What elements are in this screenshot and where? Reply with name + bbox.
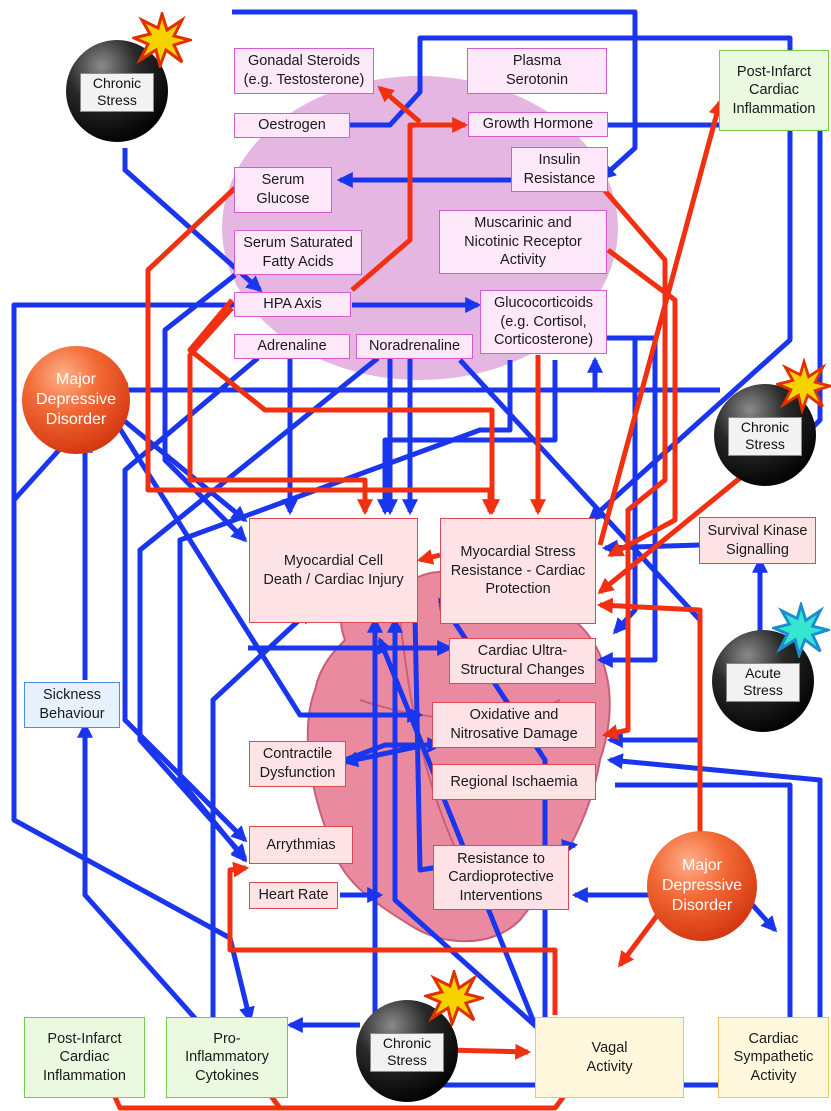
cardiac-ultrastructural-node: Cardiac Ultra- Structural Changes [449, 638, 596, 684]
explosion-icon [424, 970, 484, 1026]
regional-ischaemia-node: Regional Ischaemia [432, 764, 596, 800]
heart-rate-node: Heart Rate [249, 882, 338, 909]
post-infarct-inflammation-bottom-node: Post-Infarct Cardiac Inflammation [24, 1017, 145, 1098]
chronic-stress-label: Chronic Stress [728, 416, 802, 456]
oxidative-nitrosative-node: Oxidative and Nitrosative Damage [432, 702, 596, 748]
gonadal-steroids-node: Gonadal Steroids (e.g. Testosterone) [234, 48, 374, 94]
pro-inflammatory-cytokines-node: Pro- Inflammatory Cytokines [166, 1017, 288, 1098]
noradrenaline-node: Noradrenaline [356, 334, 473, 359]
myocardial-cell-death-node: Myocardial Cell Death / Cardiac Injury [249, 518, 418, 623]
arrythmias-node: Arrythmias [249, 826, 353, 864]
resistance-cardioprotective-node: Resistance to Cardioprotective Intervent… [433, 845, 569, 910]
contractile-dysfunction-node: Contractile Dysfunction [249, 741, 346, 787]
post-infarct-inflammation-top-node: Post-Infarct Cardiac Inflammation [719, 50, 829, 131]
chronic-stress-bomb-bottom: Chronic Stress [356, 1000, 458, 1102]
sickness-behaviour-node: Sickness Behaviour [24, 682, 120, 728]
major-depressive-disorder-right: Major Depressive Disorder [647, 831, 757, 941]
major-depressive-disorder-left: Major Depressive Disorder [22, 346, 130, 454]
acute-stress-label: Acute Stress [726, 662, 800, 702]
plasma-serotonin-node: Plasma Serotonin [467, 48, 607, 94]
hpa-axis-node: HPA Axis [234, 292, 351, 317]
explosion-icon [776, 358, 831, 414]
cardiac-sympathetic-activity-node: Cardiac Sympathetic Activity [718, 1017, 829, 1098]
insulin-resistance-node: Insulin Resistance [511, 147, 608, 192]
vagal-activity-node: Vagal Activity [535, 1017, 684, 1098]
serum-glucose-node: Serum Glucose [234, 167, 332, 213]
chronic-stress-label: Chronic Stress [80, 72, 154, 112]
red-arrows [102, 85, 742, 1111]
myocardial-stress-resistance-node: Myocardial Stress Resistance - Cardiac P… [440, 518, 596, 624]
chronic-stress-label: Chronic Stress [370, 1032, 444, 1072]
glucocorticoids-node: Glucocorticoids (e.g. Cortisol, Corticos… [480, 290, 607, 354]
explosion-icon [772, 602, 830, 658]
muscarinic-nicotinic-node: Muscarinic and Nicotinic Receptor Activi… [439, 210, 607, 274]
growth-hormone-node: Growth Hormone [468, 112, 608, 137]
blue-arrows [11, 9, 823, 1094]
explosion-icon [132, 12, 192, 68]
oestrogen-node: Oestrogen [234, 113, 350, 138]
survival-kinase-node: Survival Kinase Signalling [699, 517, 816, 564]
serum-fatty-acids-node: Serum Saturated Fatty Acids [234, 230, 362, 275]
chronic-stress-bomb-top-left: Chronic Stress [66, 40, 168, 142]
adrenaline-node: Adrenaline [234, 334, 350, 359]
